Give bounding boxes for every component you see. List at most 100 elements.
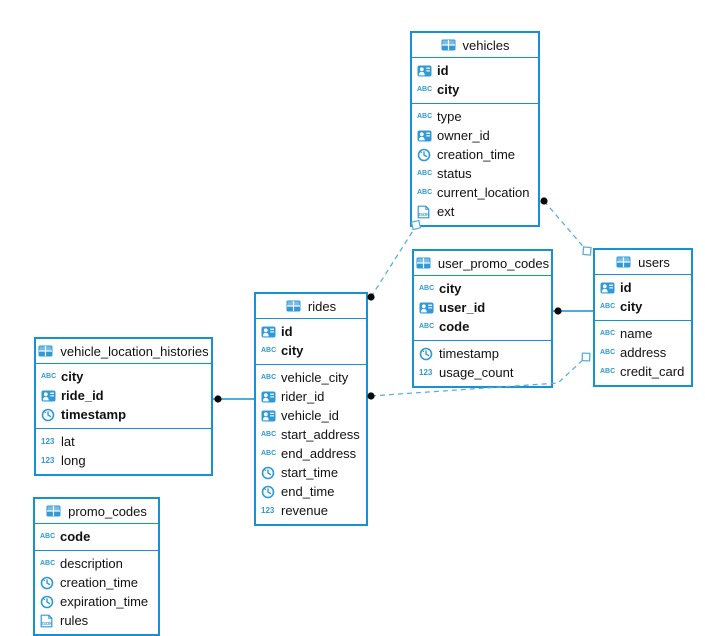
column-row[interactable]: timestamp bbox=[36, 405, 211, 424]
column-row[interactable]: owner_id bbox=[412, 126, 538, 145]
id-type-icon bbox=[417, 65, 435, 77]
timestamp-type-icon bbox=[41, 408, 59, 422]
column-row[interactable]: ABC city bbox=[36, 367, 211, 386]
column-row[interactable]: end_time bbox=[256, 482, 366, 501]
column-row[interactable]: rider_id bbox=[256, 387, 366, 406]
column-row[interactable]: id bbox=[256, 322, 366, 341]
table-title: vehicle_location_histories bbox=[60, 343, 209, 359]
columns-section: timestamp 123 usage_count bbox=[414, 340, 551, 386]
id-type-icon bbox=[41, 390, 59, 402]
table-icon bbox=[616, 256, 634, 268]
column-name: status bbox=[437, 166, 472, 181]
column-row[interactable]: vehicle_id bbox=[256, 406, 366, 425]
table-header[interactable]: user_promo_codes bbox=[414, 251, 551, 276]
text-type-icon: ABC bbox=[417, 170, 433, 177]
column-row[interactable]: timestamp bbox=[414, 344, 551, 363]
table-header[interactable]: vehicle_location_histories bbox=[36, 339, 211, 364]
column-row[interactable]: expiration_time bbox=[35, 592, 158, 611]
column-name: ext bbox=[437, 204, 455, 219]
text-type-icon: ABC bbox=[40, 560, 56, 567]
text-type-icon: ABC bbox=[417, 113, 433, 120]
table-header[interactable]: rides bbox=[256, 294, 366, 319]
table-icon bbox=[416, 257, 434, 269]
table-header[interactable]: users bbox=[595, 250, 691, 275]
table-header[interactable]: promo_codes bbox=[35, 499, 158, 524]
column-name: city bbox=[437, 82, 460, 97]
column-row[interactable]: start_time bbox=[256, 463, 366, 482]
column-row[interactable]: 123 usage_count bbox=[414, 363, 551, 382]
column-row[interactable]: user_id bbox=[414, 298, 551, 317]
column-name: timestamp bbox=[439, 346, 499, 361]
text-type-icon: ABC bbox=[261, 431, 277, 438]
id-type-icon bbox=[261, 391, 279, 403]
column-name: name bbox=[620, 326, 653, 341]
timestamp-type-icon bbox=[40, 595, 58, 609]
column-name: id bbox=[437, 63, 449, 78]
timestamp-type-icon bbox=[40, 576, 58, 590]
table-title: rides bbox=[307, 298, 337, 314]
column-row[interactable]: id bbox=[595, 278, 691, 297]
text-type-icon: ABC bbox=[419, 285, 435, 292]
column-name: creation_time bbox=[60, 575, 139, 590]
text-type-icon: ABC bbox=[417, 86, 433, 93]
column-name: current_location bbox=[437, 185, 530, 200]
column-row[interactable]: ABC description bbox=[35, 554, 158, 573]
column-row[interactable]: ABC city bbox=[412, 80, 538, 99]
timestamp-type-icon bbox=[261, 466, 279, 480]
column-name: description bbox=[60, 556, 123, 571]
text-type-icon: ABC bbox=[261, 450, 277, 457]
table-icon bbox=[38, 345, 56, 357]
column-name: end_time bbox=[281, 484, 335, 499]
column-name: city bbox=[61, 369, 84, 384]
column-row[interactable]: ride_id bbox=[36, 386, 211, 405]
text-type-icon: ABC bbox=[261, 374, 277, 381]
column-row[interactable]: creation_time bbox=[35, 573, 158, 592]
column-name: usage_count bbox=[439, 365, 514, 380]
column-row[interactable]: ABC status bbox=[412, 164, 538, 183]
id-type-icon bbox=[261, 326, 279, 338]
table-title: user_promo_codes bbox=[437, 255, 550, 271]
id-type-icon bbox=[419, 302, 437, 314]
text-type-icon: ABC bbox=[41, 373, 57, 380]
text-type-icon: ABC bbox=[600, 349, 616, 356]
column-name: user_id bbox=[439, 300, 486, 315]
column-row[interactable]: id bbox=[412, 61, 538, 80]
column-name: timestamp bbox=[61, 407, 127, 422]
column-row[interactable]: creation_time bbox=[412, 145, 538, 164]
table-header[interactable]: vehicles bbox=[412, 33, 538, 58]
number-type-icon: 123 bbox=[419, 367, 433, 377]
text-type-icon: ABC bbox=[419, 323, 435, 330]
table-icon bbox=[46, 505, 64, 517]
table-icon bbox=[286, 300, 304, 312]
text-type-icon: ABC bbox=[600, 368, 616, 375]
